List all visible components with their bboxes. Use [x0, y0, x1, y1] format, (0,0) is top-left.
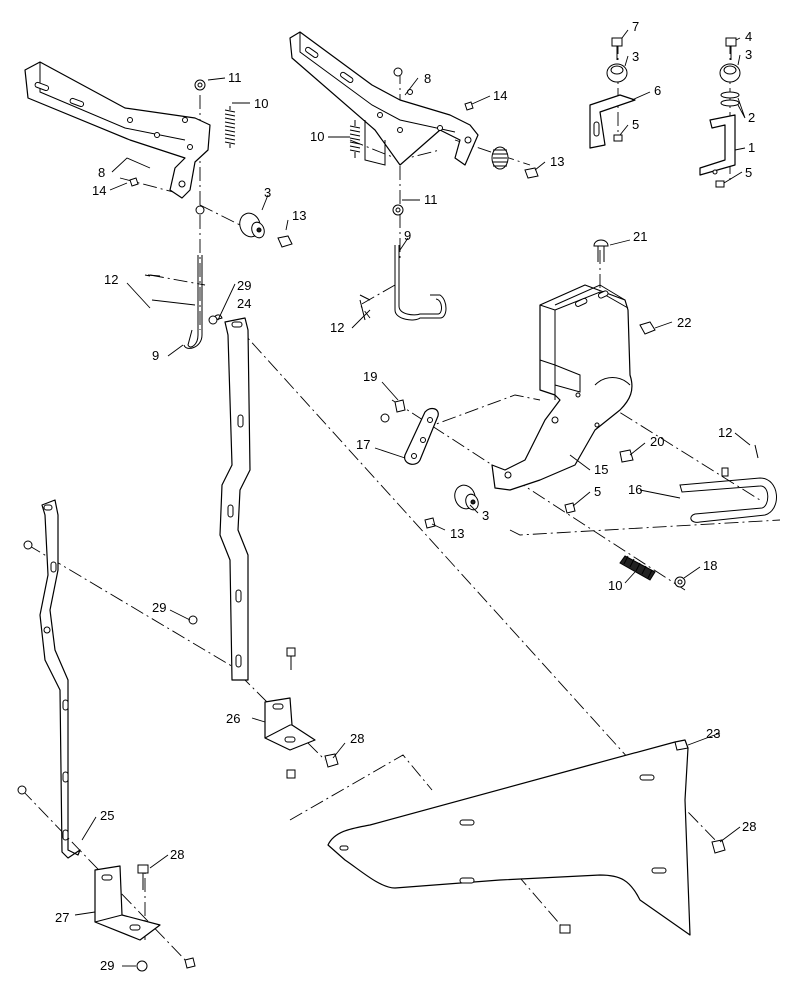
- callout-labels: 11 10 8 14 3 13 12 29 24 9 8 14 10 13 11…: [55, 19, 756, 973]
- callout-13: 13: [292, 208, 306, 223]
- callout-28: 28: [742, 819, 756, 834]
- callout-21: 21: [633, 229, 647, 244]
- callout-5: 5: [745, 165, 752, 180]
- callout-10: 10: [310, 129, 324, 144]
- callout-7: 7: [632, 19, 639, 34]
- roller-top-4: [719, 63, 741, 83]
- roller-top-7: [606, 63, 628, 83]
- callout-3: 3: [264, 185, 271, 200]
- callout-17: 17: [356, 437, 370, 452]
- callout-10: 10: [608, 578, 622, 593]
- spring-center: [349, 120, 361, 158]
- callout-29: 29: [152, 600, 166, 615]
- callout-3: 3: [745, 47, 752, 62]
- callout-4: 4: [745, 29, 752, 44]
- callout-9: 9: [152, 348, 159, 363]
- spring-left: [224, 106, 236, 148]
- link-plate-17: [404, 407, 439, 465]
- deflector-shield-23: [327, 739, 691, 936]
- callout-12: 12: [330, 320, 344, 335]
- angle-bracket-26: [264, 697, 316, 751]
- rod-parts: [144, 245, 777, 523]
- callout-18: 18: [703, 558, 717, 573]
- callout-leaders: [74, 29, 751, 967]
- roller-center: [491, 146, 509, 170]
- callout-28: 28: [350, 731, 364, 746]
- spring-right: [619, 555, 656, 581]
- assembly-centerlines: [21, 40, 781, 966]
- support-arm-25: [39, 499, 81, 859]
- roller-parts: [239, 63, 741, 511]
- callout-13: 13: [550, 154, 564, 169]
- mount-bracket-1: [699, 114, 736, 176]
- callout-3: 3: [482, 508, 489, 523]
- callout-28: 28: [170, 847, 184, 862]
- callout-26: 26: [226, 711, 240, 726]
- callout-8: 8: [424, 71, 431, 86]
- callout-14: 14: [493, 88, 507, 103]
- callout-5: 5: [594, 484, 601, 499]
- callout-5: 5: [632, 117, 639, 132]
- mount-bracket-6: [589, 94, 636, 149]
- support-bracket-center: [289, 31, 479, 166]
- callout-20: 20: [650, 434, 664, 449]
- callout-22: 22: [677, 315, 691, 330]
- callout-27: 27: [55, 910, 69, 925]
- hardware-fasteners: [17, 37, 740, 972]
- callout-10: 10: [254, 96, 268, 111]
- callout-12: 12: [104, 272, 118, 287]
- callout-23: 23: [706, 726, 720, 741]
- roller-left: [239, 212, 265, 239]
- callout-9: 9: [404, 228, 411, 243]
- callout-3: 3: [632, 49, 639, 64]
- callout-14: 14: [92, 183, 106, 198]
- callout-2: 2: [748, 110, 755, 125]
- callout-29: 29: [237, 278, 251, 293]
- callout-19: 19: [363, 369, 377, 384]
- support-bracket-left: [24, 61, 211, 199]
- spring-parts: [224, 106, 656, 581]
- callout-6: 6: [654, 83, 661, 98]
- callout-15: 15: [594, 462, 608, 477]
- callout-11: 11: [424, 192, 438, 207]
- roller-right: [454, 484, 479, 511]
- callout-8: 8: [98, 165, 105, 180]
- angle-bracket-27: [94, 865, 161, 941]
- support-arm-24: [219, 317, 251, 681]
- callout-25: 25: [100, 808, 114, 823]
- callout-29: 29: [100, 958, 114, 973]
- callout-12: 12: [718, 425, 732, 440]
- callout-11: 11: [228, 70, 242, 85]
- callout-24: 24: [237, 296, 251, 311]
- callout-1: 1: [748, 140, 755, 155]
- callout-13: 13: [450, 526, 464, 541]
- housing-15: [491, 284, 633, 491]
- callout-16: 16: [628, 482, 642, 497]
